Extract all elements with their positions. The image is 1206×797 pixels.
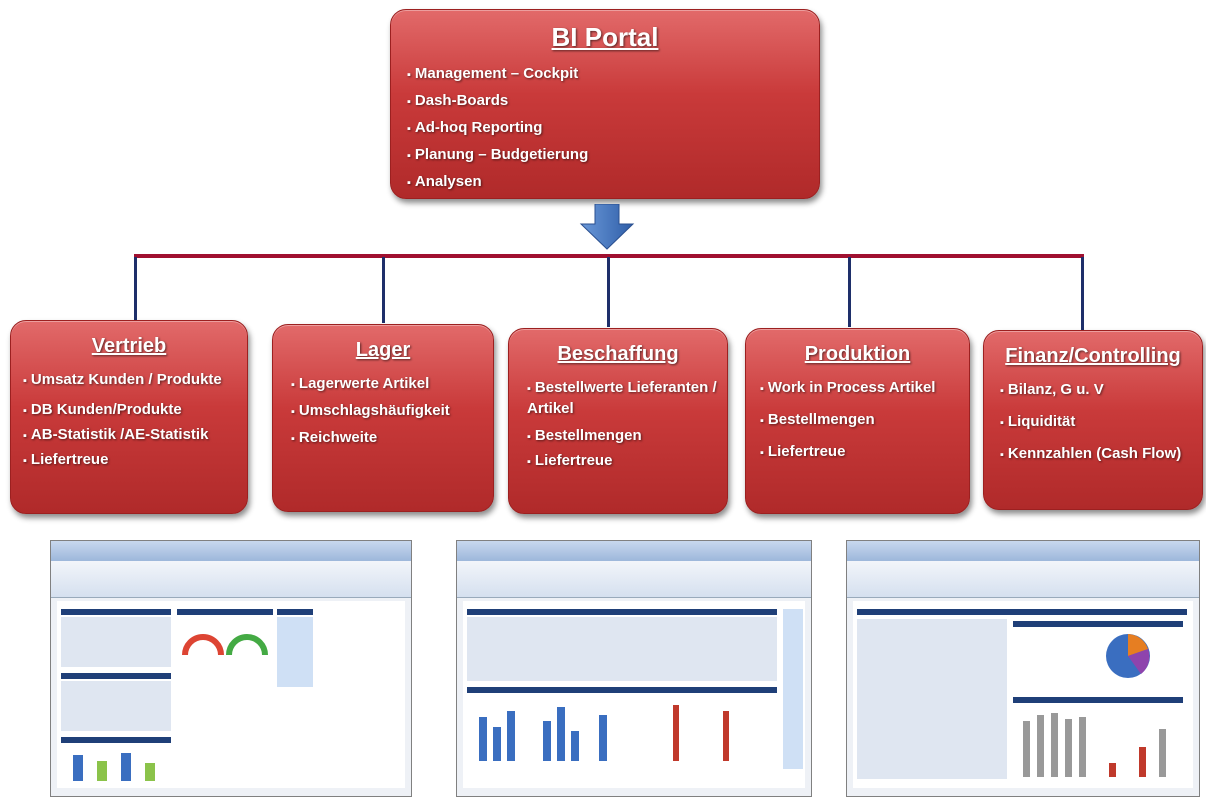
drop-line-produktion <box>848 257 851 327</box>
dept-item: Liquidität <box>1000 412 1196 433</box>
drop-line-finanz <box>1081 257 1084 331</box>
down-arrow-icon <box>579 204 635 250</box>
bi-portal-item: Management – Cockpit <box>407 61 819 88</box>
dept-item: Umsatz Kunden / Produkte <box>23 370 239 391</box>
bi-portal-item: Planung – Budgetierung <box>407 142 819 169</box>
dept-item: Kennzahlen (Cash Flow) <box>1000 444 1196 465</box>
dept-item: Bilanz, G u. V <box>1000 380 1196 401</box>
drop-line-lager <box>382 257 385 323</box>
dept-list: Lagerwerte Artikel Umschlagshäufigkeit R… <box>291 374 487 449</box>
dept-item: Bestellmengen <box>527 426 721 447</box>
ribbon <box>847 561 1199 598</box>
bi-portal-item: Analysen <box>407 169 819 196</box>
dept-item: Bestellwerte Lieferanten / Artikel <box>527 378 721 418</box>
bi-portal-list: Management – Cockpit Dash-Boards Ad-hoq … <box>407 61 819 196</box>
dept-item: Bestellmengen <box>760 410 963 431</box>
pie-chart-icon <box>1106 634 1150 678</box>
dept-list: Work in Process Artikel Bestellmengen Li… <box>760 378 963 463</box>
dept-box-beschaffung: Beschaffung Bestellwerte Lieferanten / A… <box>508 328 728 514</box>
ribbon <box>457 561 811 598</box>
bi-portal-item: Ad-hoq Reporting <box>407 115 819 142</box>
dept-item: Reichweite <box>291 428 487 449</box>
dept-box-lager: Lager Lagerwerte Artikel Umschlagshäufig… <box>272 324 494 512</box>
drop-line-vertrieb <box>134 257 137 323</box>
dept-item: Lagerwerte Artikel <box>291 374 487 395</box>
worksheet <box>853 601 1193 788</box>
title-bar <box>847 541 1199 561</box>
connector-line <box>134 254 1084 258</box>
dept-list: Umsatz Kunden / Produkte DB Kunden/Produ… <box>23 370 239 471</box>
dept-title: Beschaffung <box>557 343 679 365</box>
worksheet <box>463 601 805 788</box>
drop-line-beschaffung <box>607 257 610 327</box>
dept-item: Liefertreue <box>527 451 721 472</box>
title-bar <box>457 541 811 561</box>
dashboard-screenshot-3 <box>846 540 1200 797</box>
dept-item: Umschlagshäufigkeit <box>291 401 487 422</box>
dept-list: Bilanz, G u. V Liquidität Kennzahlen (Ca… <box>1000 380 1196 465</box>
dept-item: DB Kunden/Produkte <box>23 400 239 421</box>
gauge-icon <box>182 634 268 656</box>
worksheet <box>57 601 405 788</box>
bi-portal-title: BI Portal <box>551 22 659 52</box>
dashboard-screenshot-2 <box>456 540 812 797</box>
dept-box-finanz: Finanz/Controlling Bilanz, G u. V Liquid… <box>983 330 1203 510</box>
ribbon <box>51 561 411 598</box>
dashboard-screenshot-1 <box>50 540 412 797</box>
dept-item: AB-Statistik /AE-Statistik <box>23 425 239 446</box>
dept-box-produktion: Produktion Work in Process Artikel Beste… <box>745 328 970 514</box>
dept-item: Liefertreue <box>760 442 963 463</box>
dept-item: Work in Process Artikel <box>760 378 963 399</box>
dept-box-vertrieb: Vertrieb Umsatz Kunden / Produkte DB Kun… <box>10 320 248 514</box>
bi-portal-box: BI Portal Management – Cockpit Dash-Boar… <box>390 9 820 199</box>
dept-item: Liefertreue <box>23 450 239 471</box>
dept-title: Vertrieb <box>91 335 167 357</box>
dept-title: Finanz/Controlling <box>1005 345 1181 367</box>
bi-portal-item: Dash-Boards <box>407 88 819 115</box>
dept-list: Bestellwerte Lieferanten / Artikel Beste… <box>527 378 721 472</box>
dept-title: Lager <box>355 339 411 361</box>
dept-title: Produktion <box>804 343 911 365</box>
title-bar <box>51 541 411 561</box>
